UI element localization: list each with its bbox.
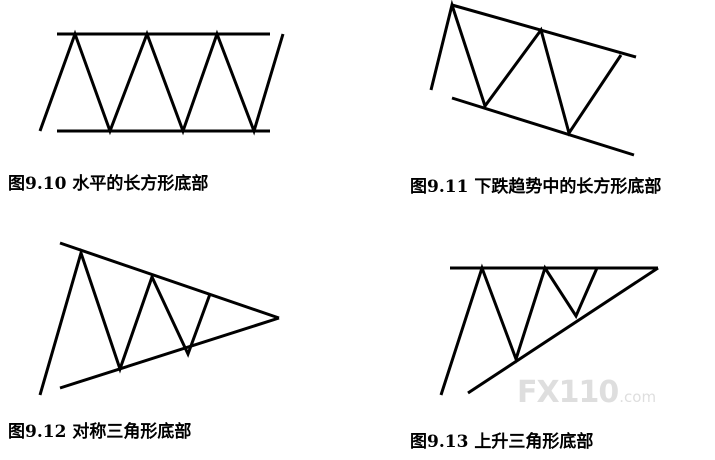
figure-caption-9-10: 图9.10 水平的长方形底部 bbox=[8, 174, 209, 194]
upper-channel-line bbox=[451, 3, 637, 59]
rising-support-line bbox=[467, 266, 659, 395]
watermark-domain: .com bbox=[619, 388, 657, 406]
figure-caption-9-12: 图9.12 对称三角形底部 bbox=[8, 422, 192, 442]
price-zigzag bbox=[38, 247, 212, 396]
figure-caption-9-11: 图9.11 下跌趋势中的长方形底部 bbox=[410, 177, 662, 197]
fx110-watermark: FX110 .com bbox=[517, 378, 656, 408]
fig-9-12-symmetrical-triangle bbox=[38, 241, 280, 396]
upper-trendline bbox=[59, 241, 280, 320]
figure-caption-9-13: 图9.13 上升三角形底部 bbox=[410, 432, 594, 452]
price-zigzag bbox=[429, 0, 623, 137]
fig-9-11-downtrend-rectangle bbox=[429, 0, 637, 157]
price-zigzag bbox=[38, 29, 285, 136]
lower-channel-line bbox=[451, 96, 635, 157]
fig-9-13-ascending-triangle bbox=[439, 263, 659, 396]
price-zigzag bbox=[439, 263, 599, 396]
fig-9-10-horizontal-rectangle bbox=[38, 29, 285, 136]
watermark-logo: FX110 bbox=[517, 375, 619, 410]
lower-trendline bbox=[59, 316, 280, 390]
